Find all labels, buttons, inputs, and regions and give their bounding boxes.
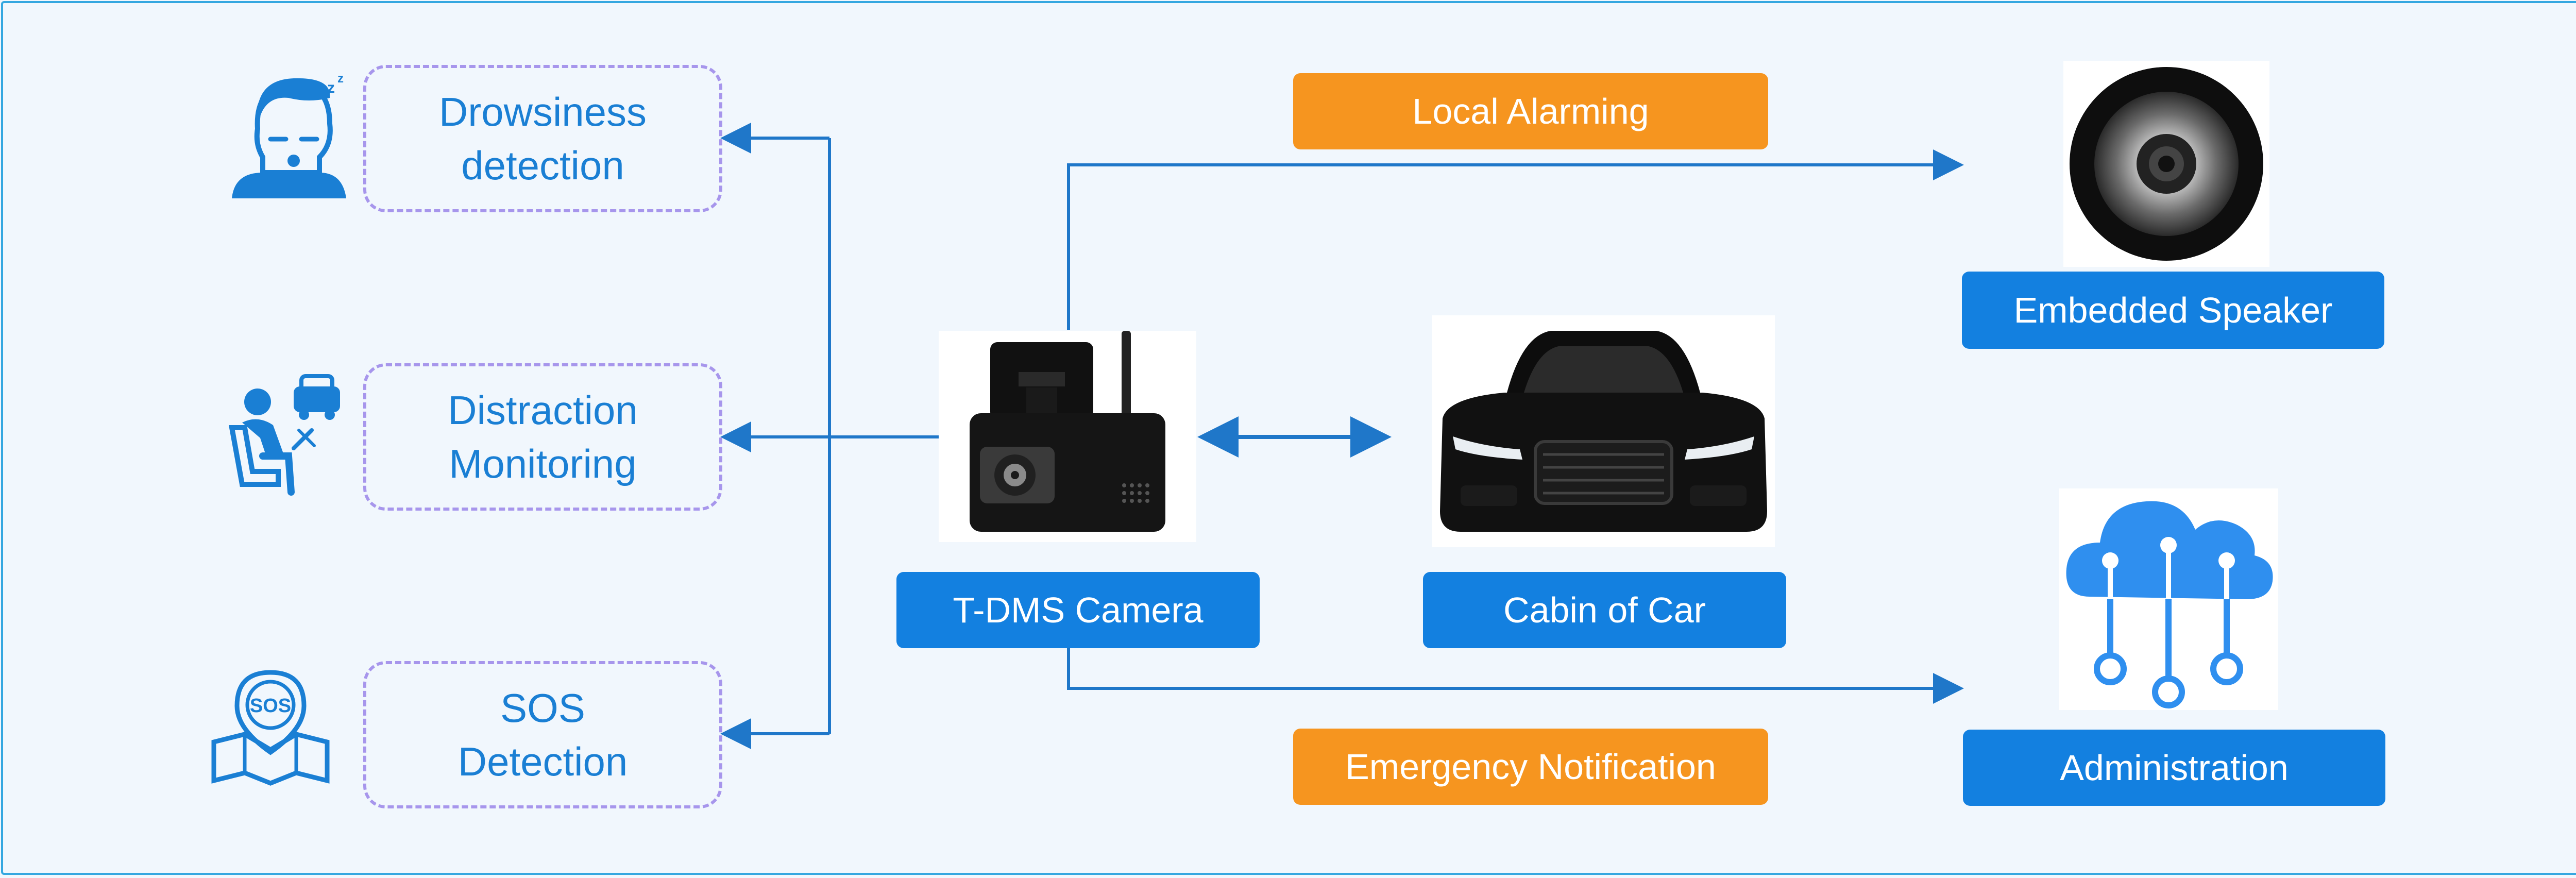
drowsiness-detection-box: Drowsiness detection bbox=[363, 65, 722, 212]
emergency-notification-label: Emergency Notification bbox=[1293, 729, 1768, 805]
speaker-label: Embedded Speaker bbox=[1962, 272, 2384, 349]
drowsiness-line1: Drowsiness bbox=[438, 89, 647, 134]
speaker-icon bbox=[2063, 61, 2269, 267]
arrow-to-speaker bbox=[1067, 149, 1964, 330]
drowsiness-line2: detection bbox=[461, 143, 624, 188]
svg-text:z: z bbox=[327, 79, 335, 96]
distraction-line1: Distraction bbox=[448, 387, 638, 433]
camera-label: T-DMS Camera bbox=[896, 572, 1260, 648]
car-front-icon bbox=[1432, 315, 1775, 547]
sos-detection-box: SOS Detection bbox=[363, 661, 722, 808]
administration-label: Administration bbox=[1963, 730, 2385, 806]
sos-line1: SOS bbox=[500, 685, 585, 731]
drowsy-person-icon: z z bbox=[227, 67, 350, 201]
distraction-line2: Monitoring bbox=[449, 441, 637, 486]
cabin-label: Cabin of Car bbox=[1423, 572, 1786, 648]
svg-text:z: z bbox=[337, 72, 344, 86]
sos-map-icon: SOS bbox=[209, 665, 332, 788]
local-alarming-label: Local Alarming bbox=[1293, 73, 1768, 149]
arrow-to-administration bbox=[1067, 648, 1964, 704]
sos-line2: Detection bbox=[457, 739, 628, 784]
distracted-driver-icon bbox=[222, 366, 345, 500]
distraction-monitoring-box: Distraction Monitoring bbox=[363, 363, 722, 511]
dashcam-device-icon bbox=[939, 331, 1196, 542]
cloud-network-icon bbox=[2059, 488, 2278, 710]
svg-text:SOS: SOS bbox=[250, 695, 291, 717]
